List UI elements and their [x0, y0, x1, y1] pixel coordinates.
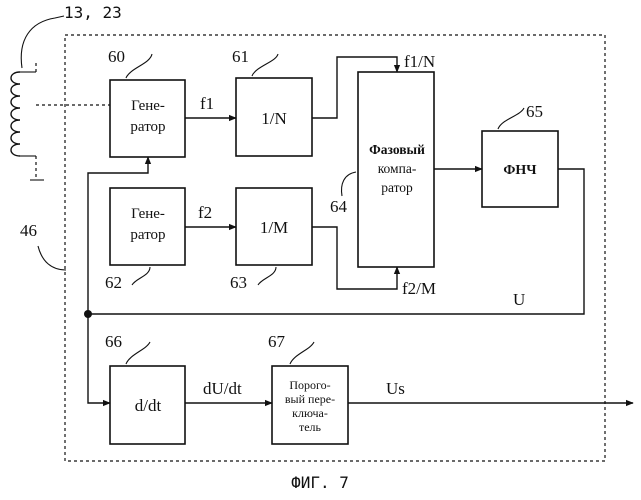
- coil-leader: [21, 16, 64, 68]
- divider-m-ref: 63: [230, 273, 247, 292]
- generator-1-ref: 60: [108, 47, 125, 66]
- signal-us: Us: [386, 379, 405, 398]
- threshold-switch-leader: [290, 342, 314, 364]
- frame-leader: [38, 246, 66, 270]
- threshold-switch-line2: вый пере-: [285, 392, 335, 406]
- differentiator-leader: [126, 342, 150, 364]
- phase-comparator-leader: [342, 172, 356, 196]
- generator-2-line2: ратор: [130, 227, 165, 243]
- divider-m-leader: [258, 267, 276, 285]
- phase-comparator-line3: ратор: [381, 180, 413, 195]
- generator-2-ref: 62: [105, 273, 122, 292]
- signal-du: dU/dt: [203, 379, 242, 398]
- coil-icon: [11, 62, 110, 180]
- low-pass-filter-label: ФНЧ: [503, 163, 537, 178]
- signal-f1: f1: [200, 94, 214, 113]
- divider-n-label: 1/N: [261, 109, 287, 128]
- signal-u: U: [513, 290, 525, 309]
- coil-ref: 13, 23: [64, 3, 122, 22]
- generator-2-line1: Гене-: [131, 206, 165, 222]
- signal-f2: f2: [198, 203, 212, 222]
- divider-n-ref: 61: [232, 47, 249, 66]
- threshold-switch-line1: Порого-: [289, 378, 330, 392]
- divider-n-leader: [252, 54, 278, 76]
- divider-m-label: 1/M: [260, 218, 288, 237]
- differentiator-ref: 66: [105, 332, 122, 351]
- generator-1-line2: ратор: [130, 119, 165, 135]
- threshold-switch-line3: ключа-: [292, 406, 328, 420]
- generator-1-line1: Гене-: [131, 98, 165, 114]
- signal-f1n: f1/N: [404, 52, 435, 71]
- wire-u-to-ddt: [88, 314, 110, 403]
- low-pass-filter-ref: 65: [526, 102, 543, 121]
- threshold-switch-ref: 67: [268, 332, 286, 351]
- generator-2-leader: [132, 267, 150, 285]
- differentiator-label: d/dt: [135, 396, 162, 415]
- phase-comparator-ref: 64: [330, 197, 348, 216]
- low-pass-filter-leader: [498, 108, 524, 129]
- phase-comparator-line1: Фазовый: [369, 142, 425, 157]
- threshold-switch-line4: тель: [299, 420, 322, 434]
- signal-f2m: f2/M: [402, 279, 436, 298]
- phase-comparator-line2: компа-: [378, 161, 417, 176]
- generator-1-leader: [126, 54, 152, 78]
- frame-ref: 46: [20, 221, 37, 240]
- figure-caption: ФИГ. 7: [291, 473, 349, 492]
